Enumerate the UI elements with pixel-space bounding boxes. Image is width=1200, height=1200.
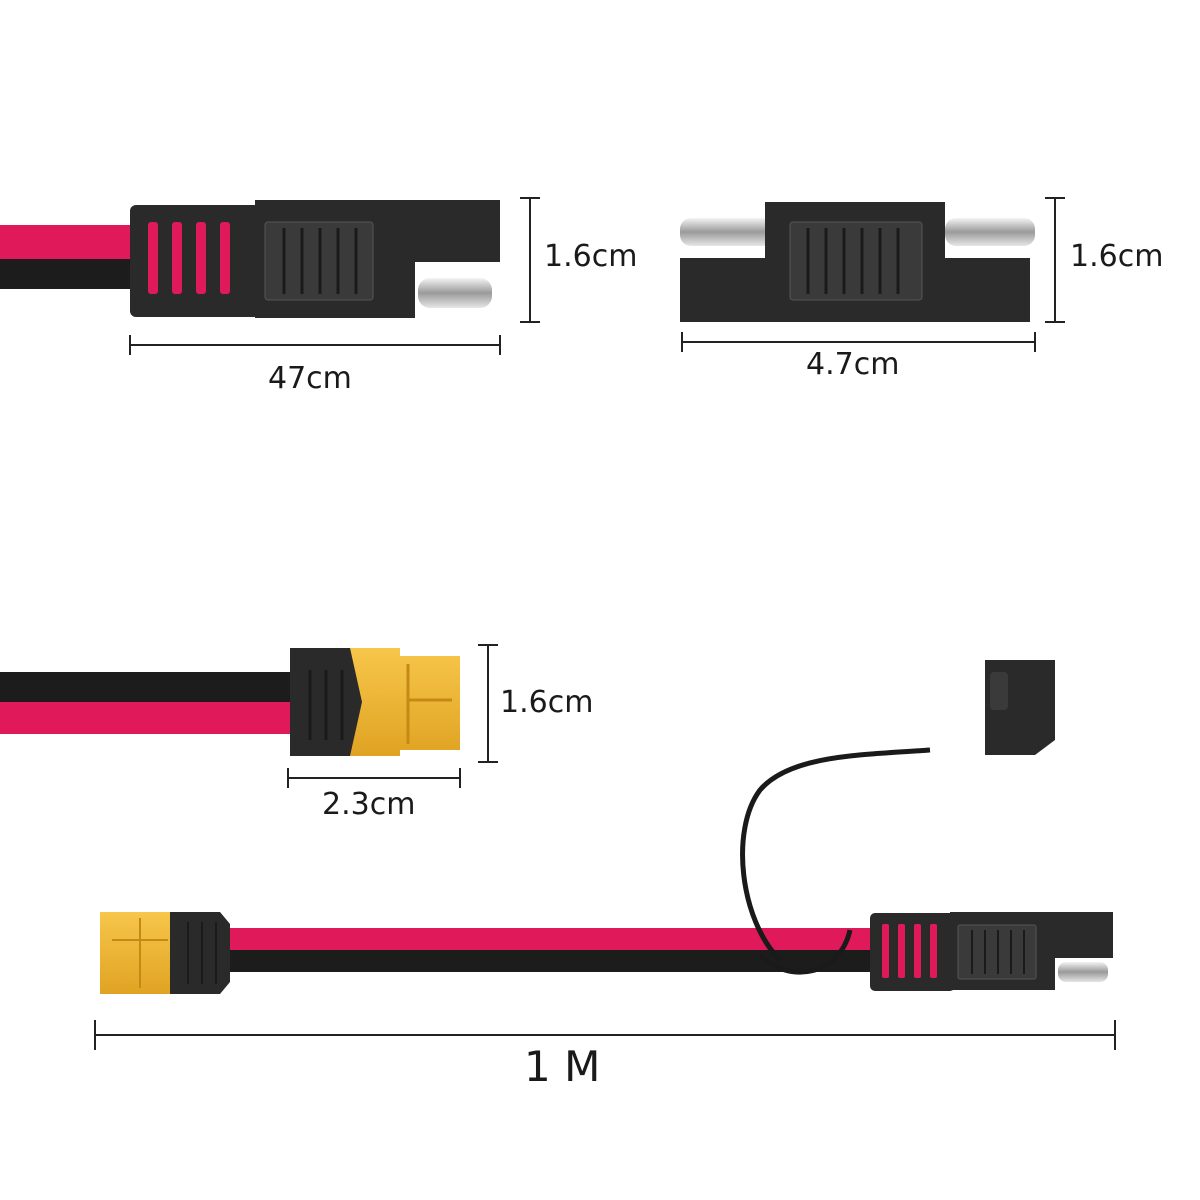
metal-pin-small: [1058, 962, 1108, 982]
xt60-height-label: 1.6cm: [500, 685, 594, 720]
metal-pin-left: [680, 218, 775, 246]
metal-pin-right: [945, 218, 1035, 246]
black-wire: [0, 672, 300, 702]
vent-slots: [148, 222, 230, 294]
sae-cable-width-label: 47cm: [268, 361, 352, 396]
xt60-housing: [350, 648, 460, 756]
xt60-connector: [0, 648, 460, 756]
tether-wire: [740, 747, 931, 962]
sae-adapter: [680, 202, 1035, 322]
red-wire: [225, 928, 875, 950]
sae-adapter-height-label: 1.6cm: [1070, 239, 1164, 274]
sae-cable-height-label: 1.6cm: [544, 239, 638, 274]
sae-cable-end: [0, 200, 500, 318]
full-cable: [100, 660, 1113, 994]
metal-pin: [418, 278, 492, 308]
xt60-housing-small: [100, 912, 175, 994]
sae-adapter-width-label: 4.7cm: [806, 347, 900, 382]
dimension-lines-3: [287, 644, 498, 788]
black-wire: [225, 950, 875, 972]
dimension-lines-2: [681, 197, 1065, 352]
red-wire: [0, 702, 300, 734]
red-wire: [0, 225, 140, 259]
black-wire: [0, 259, 140, 289]
dimension-lines-1: [129, 197, 540, 355]
xt60-width-label: 2.3cm: [322, 787, 416, 822]
cable-length-label: 1 M: [524, 1042, 601, 1091]
dimension-lines-4: [94, 1020, 1116, 1050]
xt60-sleeve-small: [170, 912, 230, 994]
